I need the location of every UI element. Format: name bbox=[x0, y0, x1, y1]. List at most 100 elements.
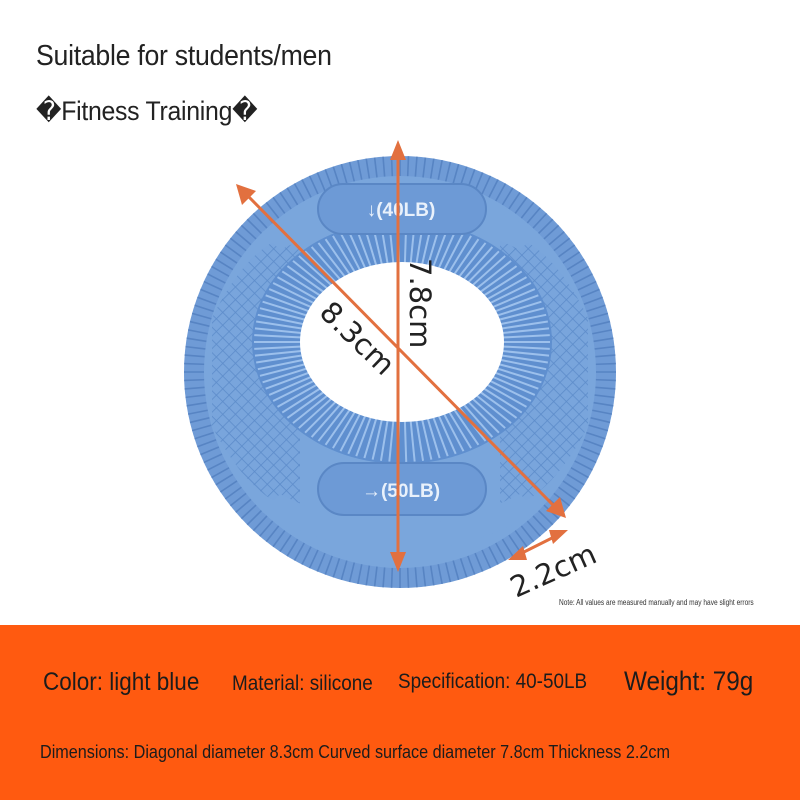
ridge-line bbox=[466, 553, 476, 575]
ridge-line bbox=[286, 187, 300, 208]
rib-line bbox=[317, 242, 347, 279]
ridge-line bbox=[591, 337, 614, 343]
ridge-line bbox=[575, 452, 597, 464]
rib-line bbox=[268, 375, 313, 396]
ridge-line bbox=[187, 329, 210, 335]
ridge-line bbox=[308, 547, 320, 569]
ridge-line bbox=[184, 354, 207, 358]
ridge-line bbox=[556, 485, 576, 500]
measurement-note: Note: All values are measured manually a… bbox=[559, 598, 754, 607]
ridge-line bbox=[219, 479, 240, 493]
ridge-line bbox=[586, 312, 609, 321]
rib-line bbox=[304, 400, 338, 434]
rib-line bbox=[310, 246, 342, 281]
ridge-line bbox=[316, 550, 327, 572]
rib-line bbox=[254, 345, 303, 350]
ridge-line bbox=[480, 175, 492, 197]
ridge-line bbox=[429, 158, 435, 181]
ridge-line bbox=[406, 565, 410, 588]
ridge-line bbox=[203, 452, 225, 464]
rib-line bbox=[409, 419, 416, 462]
rib-line bbox=[482, 387, 523, 414]
specs-band bbox=[0, 625, 800, 800]
ridge-line bbox=[189, 320, 212, 328]
ridge-line bbox=[487, 179, 499, 200]
ridge-line bbox=[293, 540, 306, 561]
rib-line bbox=[475, 260, 512, 291]
rib-line bbox=[286, 265, 326, 294]
ridge-line bbox=[308, 175, 320, 197]
ridge-line bbox=[581, 296, 603, 306]
ridge-line bbox=[581, 438, 603, 448]
rib-line bbox=[462, 403, 494, 438]
ridge-line bbox=[187, 409, 210, 415]
rib-line bbox=[466, 400, 500, 434]
rib-line bbox=[466, 250, 500, 284]
ridge-line bbox=[265, 523, 281, 543]
rib-line bbox=[457, 242, 487, 279]
ridge-line bbox=[592, 345, 615, 350]
rib-line bbox=[347, 414, 367, 455]
ridge-line bbox=[185, 345, 208, 350]
ridge-line bbox=[186, 401, 209, 407]
category-heading: �Fitness Training� bbox=[36, 96, 258, 126]
ridge-line bbox=[444, 161, 452, 184]
ridge-line bbox=[224, 244, 244, 259]
height-measurement-label: 7.8cm bbox=[403, 258, 437, 348]
ridge-line bbox=[560, 479, 581, 493]
ridge-line bbox=[301, 179, 313, 200]
rib-line bbox=[437, 414, 457, 455]
ridge-line bbox=[252, 513, 269, 532]
spec-color: Color: light blue bbox=[43, 668, 200, 696]
ridge-line bbox=[224, 485, 244, 500]
rib-line bbox=[281, 387, 322, 414]
ridge-line bbox=[592, 394, 615, 399]
spec-material: Material: silicone bbox=[232, 672, 373, 695]
rib-line bbox=[501, 327, 550, 335]
ridge-line bbox=[301, 544, 313, 565]
rib-line bbox=[324, 238, 352, 276]
ridge-line bbox=[513, 196, 528, 216]
ridge-line bbox=[437, 159, 443, 182]
ridge-line bbox=[229, 491, 249, 507]
measurement-arrows bbox=[236, 140, 568, 572]
ridge-line bbox=[197, 296, 219, 306]
spec-specification: Specification: 40-50LB bbox=[398, 670, 588, 693]
rib-line bbox=[298, 255, 333, 287]
ridge-line bbox=[211, 265, 232, 278]
rib-line bbox=[286, 390, 326, 419]
rib-line bbox=[277, 276, 319, 301]
ridge-line bbox=[551, 237, 571, 253]
ridge-line bbox=[500, 187, 514, 208]
ridge-line bbox=[340, 163, 349, 186]
ridge-line bbox=[240, 503, 259, 520]
ridge-line bbox=[184, 362, 207, 366]
ridge-line bbox=[507, 191, 521, 212]
rib-line bbox=[499, 358, 547, 371]
rib-line bbox=[500, 320, 548, 330]
ridge-line bbox=[207, 273, 228, 285]
rib-line bbox=[268, 288, 313, 309]
ridge-line bbox=[259, 518, 275, 537]
rib-line bbox=[431, 415, 449, 457]
ridge-line bbox=[194, 304, 216, 313]
rib-line bbox=[363, 417, 378, 459]
rib-line bbox=[426, 417, 441, 459]
ridge-line bbox=[437, 562, 443, 585]
grip-ring-icon: ↓(40LB) →(50LB) bbox=[184, 156, 616, 588]
ridge-line bbox=[541, 224, 560, 241]
ridge-line bbox=[519, 201, 535, 221]
ridge-line bbox=[586, 423, 609, 432]
rib-line bbox=[379, 419, 389, 461]
ridge-line bbox=[414, 565, 418, 588]
ridge-line bbox=[494, 540, 507, 561]
rib-line bbox=[339, 412, 362, 452]
rib-line bbox=[471, 255, 506, 287]
ridge-line bbox=[590, 329, 613, 335]
rib-line bbox=[437, 229, 457, 270]
ridge-line bbox=[551, 491, 571, 507]
ridge-line bbox=[197, 438, 219, 448]
ridge-line bbox=[525, 207, 541, 226]
rib-line bbox=[491, 288, 536, 309]
ridge-line bbox=[560, 251, 581, 265]
